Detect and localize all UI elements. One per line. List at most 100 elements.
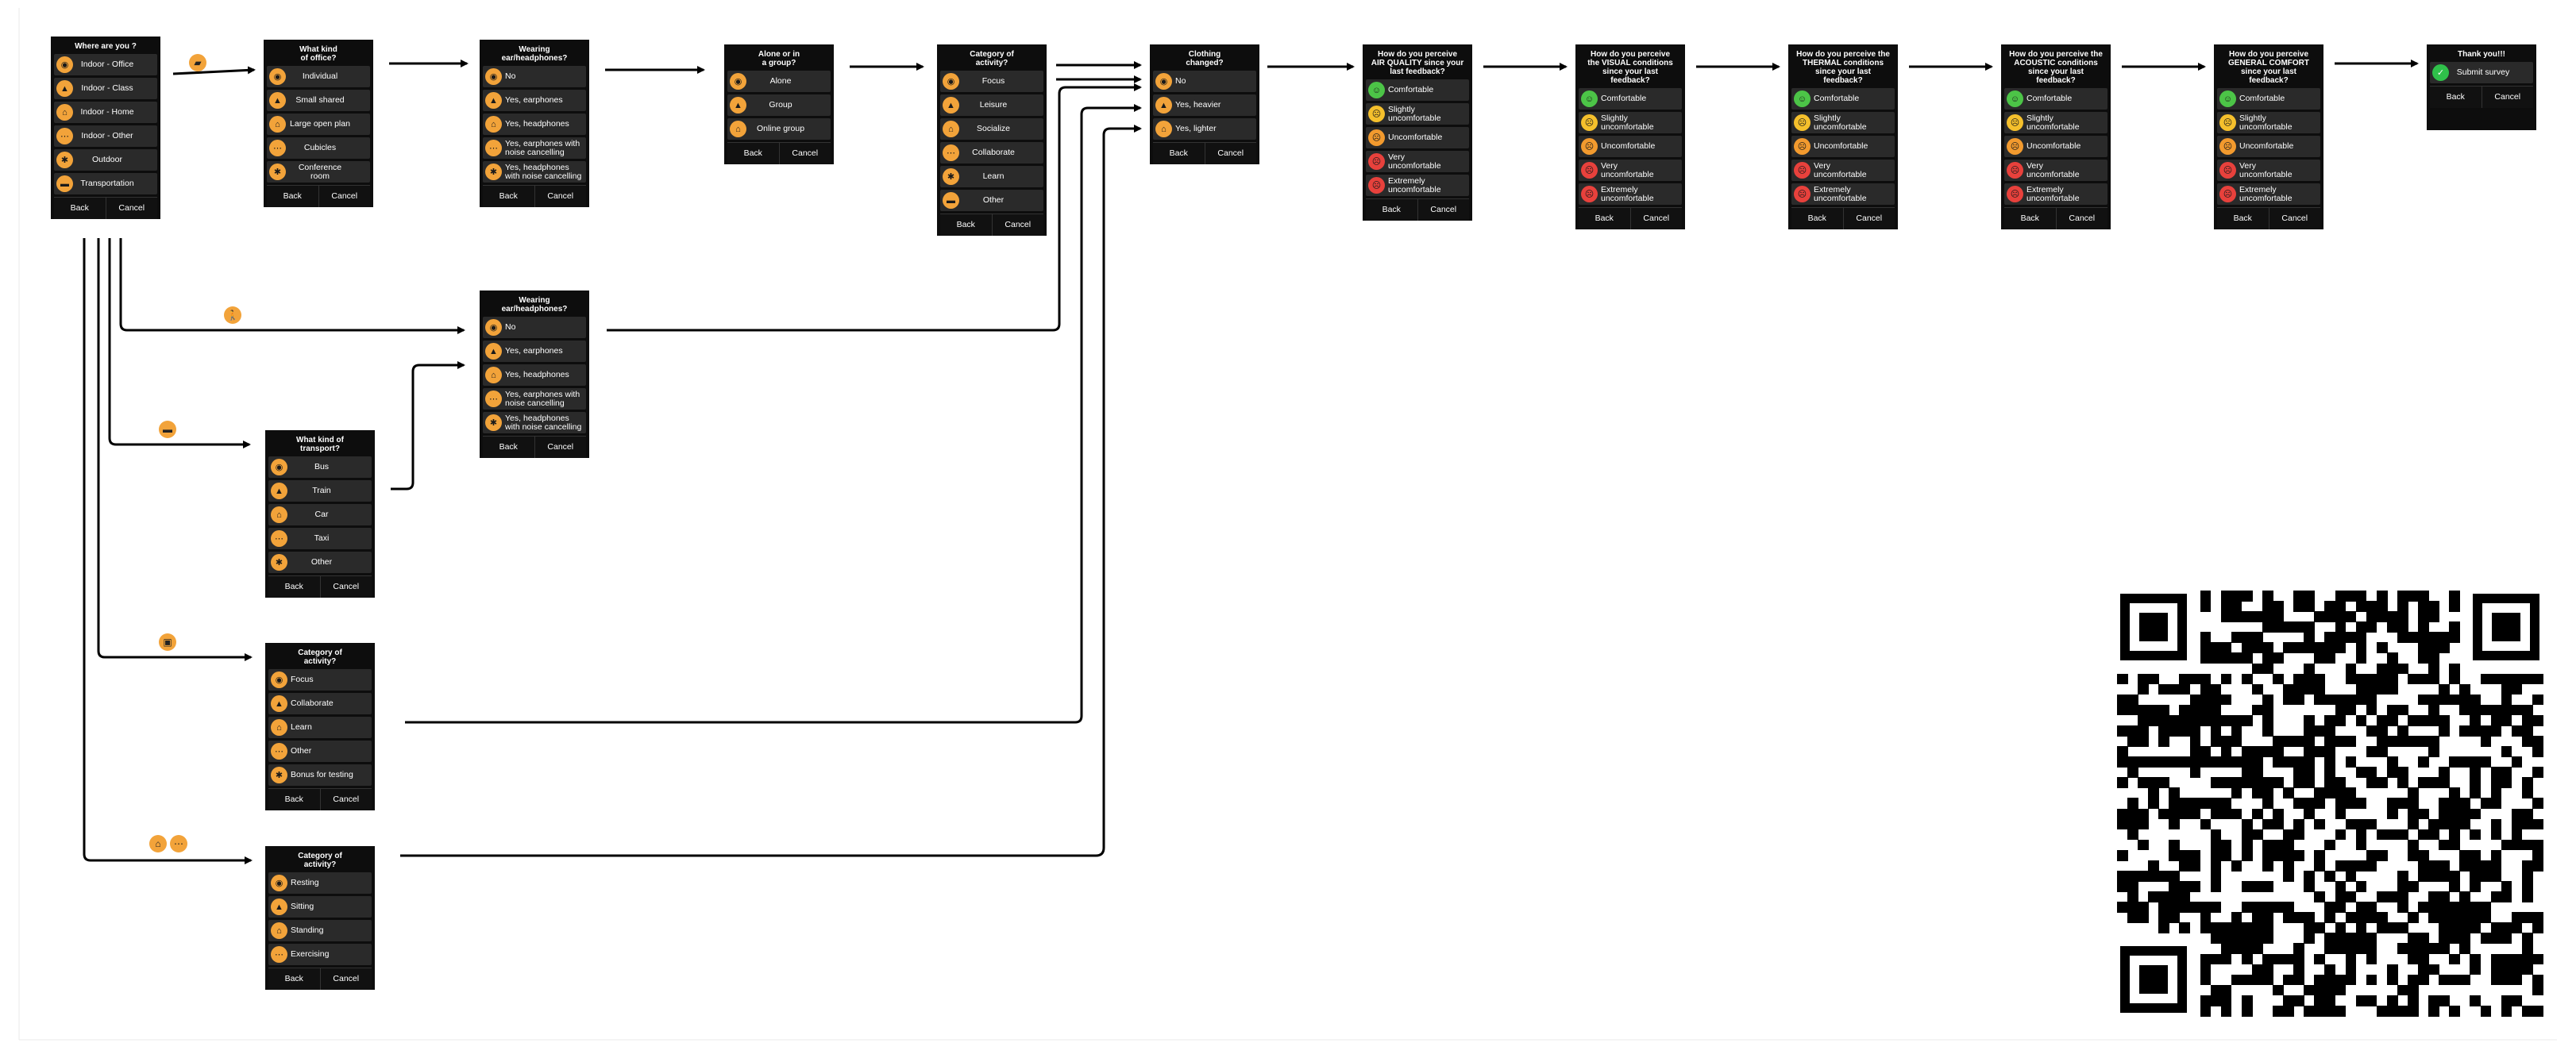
option-activity-class-3[interactable]: ⋯Other (268, 741, 372, 762)
option-thermal-1[interactable]: ☹Slightly uncomfortable (1791, 112, 1895, 133)
option-activity1-4[interactable]: ✱Learn (940, 166, 1043, 187)
back-button[interactable]: Back (1791, 207, 1843, 229)
option-where-5[interactable]: ▬Transportation (54, 173, 157, 194)
option-thermal-3[interactable]: ☹Very uncomfortable (1791, 160, 1895, 181)
option-where-1[interactable]: ▲Indoor - Class (54, 78, 157, 99)
option-activity-class-2[interactable]: ⌂Learn (268, 717, 372, 738)
option-transport-2[interactable]: ⌂Car (268, 504, 372, 525)
option-group-2[interactable]: ⌂Online group (727, 118, 831, 140)
option-acoustic-2[interactable]: ☹Uncomfortable (2004, 136, 2107, 157)
cancel-button[interactable]: Cancel (2268, 207, 2320, 229)
option-activity-home-3[interactable]: ⋯Exercising (268, 944, 372, 965)
option-ear1-3[interactable]: ⋯Yes, earphones with noise cancelling (483, 137, 586, 159)
cancel-button[interactable]: Cancel (991, 214, 1043, 236)
submit-survey-button[interactable]: ✓Submit survey (2430, 62, 2533, 83)
cancel-button[interactable]: Cancel (319, 968, 372, 990)
option-activity-class-4[interactable]: ✱Bonus for testing (268, 764, 372, 786)
option-office-3[interactable]: ⋯Cubicles (267, 137, 370, 159)
option-general-2[interactable]: ☹Uncomfortable (2217, 136, 2320, 157)
option-transport-3[interactable]: ⋯Taxi (268, 528, 372, 549)
option-group-0[interactable]: ◉Alone (727, 71, 831, 92)
cancel-button[interactable]: Cancel (319, 788, 372, 810)
back-button[interactable]: Back (1153, 142, 1205, 164)
option-air-1[interactable]: ☹Slightly uncomfortable (1366, 103, 1469, 125)
cancel-button[interactable]: Cancel (318, 185, 370, 207)
back-button[interactable]: Back (940, 214, 992, 236)
back-button[interactable]: Back (483, 185, 534, 207)
option-air-0[interactable]: ☺Comfortable (1366, 79, 1469, 101)
option-general-4[interactable]: ☹Extremely uncomfortable (2217, 183, 2320, 205)
option-activity1-0[interactable]: ◉Focus (940, 71, 1043, 92)
option-clothing-1[interactable]: ▲Yes, heavier (1153, 94, 1256, 116)
back-button[interactable]: Back (2217, 207, 2269, 229)
cancel-button[interactable]: Cancel (778, 142, 831, 164)
option-group-1[interactable]: ▲Group (727, 94, 831, 116)
option-ear1-4[interactable]: ✱Yes, headphones with noise cancelling (483, 161, 586, 183)
option-ear2-4[interactable]: ✱Yes, headphones with noise cancelling (483, 412, 586, 433)
option-ear2-0[interactable]: ◉No (483, 317, 586, 338)
option-acoustic-4[interactable]: ☹Extremely uncomfortable (2004, 183, 2107, 205)
option-activity-class-0[interactable]: ◉Focus (268, 669, 372, 691)
option-clothing-0[interactable]: ◉No (1153, 71, 1256, 92)
back-button[interactable]: Back (54, 197, 106, 219)
option-air-2[interactable]: ☹Uncomfortable (1366, 127, 1469, 148)
back-button[interactable]: Back (1579, 207, 1630, 229)
option-thermal-0[interactable]: ☺Comfortable (1791, 88, 1895, 110)
option-transport-1[interactable]: ▲Train (268, 480, 372, 502)
option-acoustic-1[interactable]: ☹Slightly uncomfortable (2004, 112, 2107, 133)
option-visual-4[interactable]: ☹Extremely uncomfortable (1579, 183, 1682, 205)
cancel-button[interactable]: Cancel (534, 185, 586, 207)
back-button[interactable]: Back (727, 142, 779, 164)
option-transport-4[interactable]: ✱Other (268, 552, 372, 573)
option-thermal-2[interactable]: ☹Uncomfortable (1791, 136, 1895, 157)
option-office-4[interactable]: ✱Conference room (267, 161, 370, 183)
back-button[interactable]: Back (267, 185, 318, 207)
back-button[interactable]: Back (268, 788, 320, 810)
cancel-button[interactable]: Cancel (1629, 207, 1682, 229)
option-activity-home-0[interactable]: ◉Resting (268, 872, 372, 894)
back-button[interactable]: Back (2430, 86, 2482, 108)
option-office-2[interactable]: ⌂Large open plan (267, 114, 370, 135)
option-activity1-2[interactable]: ⌂Socialize (940, 118, 1043, 140)
back-button[interactable]: Back (1366, 198, 1417, 221)
option-visual-0[interactable]: ☺Comfortable (1579, 88, 1682, 110)
option-visual-3[interactable]: ☹Very uncomfortable (1579, 160, 1682, 181)
option-ear2-3[interactable]: ⋯Yes, earphones with noise cancelling (483, 388, 586, 410)
option-general-1[interactable]: ☹Slightly uncomfortable (2217, 112, 2320, 133)
option-ear1-0[interactable]: ◉No (483, 66, 586, 87)
option-ear2-1[interactable]: ▲Yes, earphones (483, 341, 586, 362)
option-visual-2[interactable]: ☹Uncomfortable (1579, 136, 1682, 157)
cancel-button[interactable]: Cancel (2481, 86, 2533, 108)
option-ear2-2[interactable]: ⌂Yes, headphones (483, 364, 586, 386)
cancel-button[interactable]: Cancel (2055, 207, 2107, 229)
option-air-4[interactable]: ☹Extremely uncomfortable (1366, 175, 1469, 196)
option-transport-0[interactable]: ◉Bus (268, 456, 372, 478)
option-activity1-5[interactable]: ▬Other (940, 190, 1043, 211)
option-visual-1[interactable]: ☹Slightly uncomfortable (1579, 112, 1682, 133)
option-where-4[interactable]: ✱Outdoor (54, 149, 157, 171)
option-general-3[interactable]: ☹Very uncomfortable (2217, 160, 2320, 181)
cancel-button[interactable]: Cancel (534, 436, 586, 458)
option-ear1-1[interactable]: ▲Yes, earphones (483, 90, 586, 111)
option-activity1-1[interactable]: ▲Leisure (940, 94, 1043, 116)
option-thermal-4[interactable]: ☹Extremely uncomfortable (1791, 183, 1895, 205)
option-clothing-2[interactable]: ⌂Yes, lighter (1153, 118, 1256, 140)
option-acoustic-3[interactable]: ☹Very uncomfortable (2004, 160, 2107, 181)
cancel-button[interactable]: Cancel (105, 197, 157, 219)
back-button[interactable]: Back (268, 968, 320, 990)
cancel-button[interactable]: Cancel (1204, 142, 1256, 164)
cancel-button[interactable]: Cancel (319, 575, 372, 598)
back-button[interactable]: Back (483, 436, 534, 458)
option-activity-home-1[interactable]: ▲Sitting (268, 896, 372, 918)
option-office-0[interactable]: ◉Individual (267, 66, 370, 87)
option-general-0[interactable]: ☺Comfortable (2217, 88, 2320, 110)
option-activity1-3[interactable]: ⋯Collaborate (940, 142, 1043, 164)
option-air-3[interactable]: ☹Very uncomfortable (1366, 151, 1469, 172)
back-button[interactable]: Back (268, 575, 320, 598)
option-where-0[interactable]: ◉Indoor - Office (54, 54, 157, 75)
option-activity-class-1[interactable]: ▲Collaborate (268, 693, 372, 714)
back-button[interactable]: Back (2004, 207, 2056, 229)
cancel-button[interactable]: Cancel (1417, 198, 1469, 221)
option-where-2[interactable]: ⌂Indoor - Home (54, 102, 157, 123)
option-activity-home-2[interactable]: ⌂Standing (268, 920, 372, 941)
